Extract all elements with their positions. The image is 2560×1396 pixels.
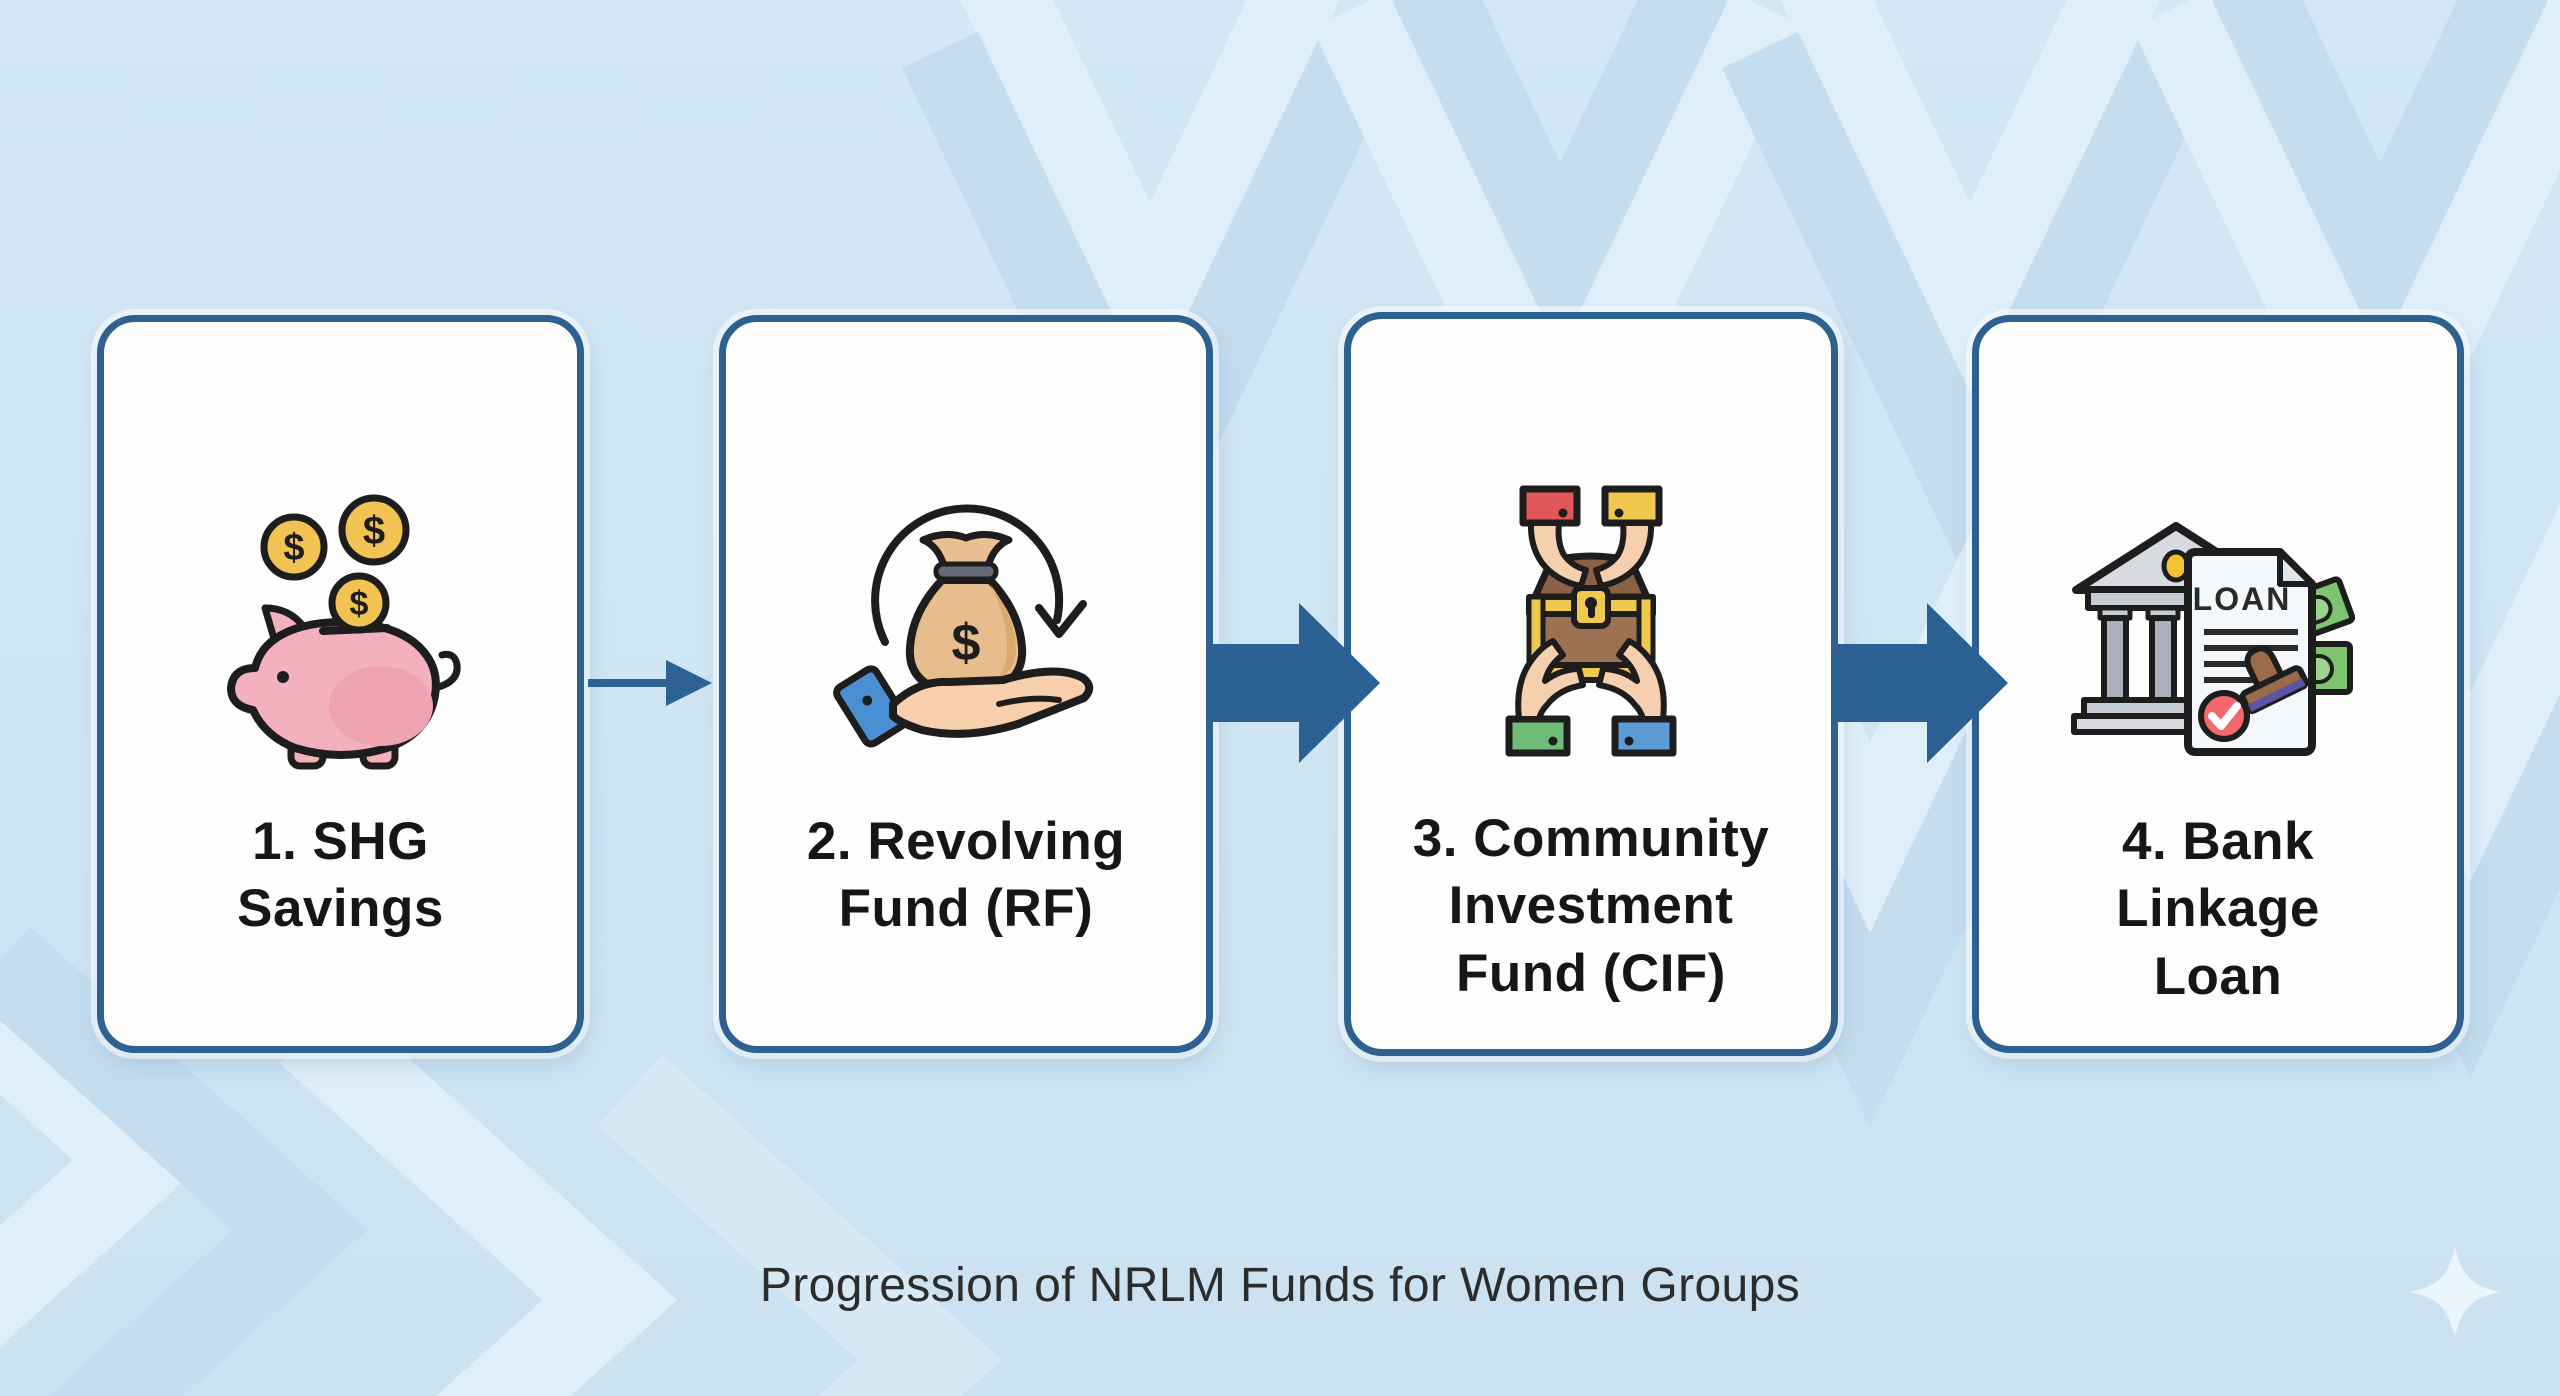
hands-treasure-chest-icon bbox=[1351, 319, 1831, 769]
approved-check-icon bbox=[2198, 690, 2250, 742]
hand-top-left bbox=[1519, 485, 1589, 589]
chevron-right-icon bbox=[0, 973, 208, 1347]
svg-text:$: $ bbox=[362, 509, 384, 553]
revolve-arrow bbox=[871, 504, 1064, 646]
chevron-right-icon bbox=[597, 1054, 1002, 1396]
chevron-down-icon bbox=[1780, 0, 2160, 398]
piggy-bank-coins-icon: $ $ $ bbox=[104, 322, 577, 772]
sleeve-blue bbox=[1611, 715, 1677, 757]
step-title: 4. Bank Linkage Loan bbox=[2116, 808, 2320, 1010]
step-title-line: Savings bbox=[237, 879, 444, 939]
step-title: 1. SHG Savings bbox=[237, 808, 444, 943]
step-title-line: Investment bbox=[1448, 876, 1734, 936]
step-card-community-investment-fund: 3. Community Investment Fund (CIF) bbox=[1344, 312, 1838, 1056]
bank-loan-document-cash-icon: LOAN bbox=[1979, 322, 2457, 772]
diagram-caption: Progression of NRLM Funds for Women Grou… bbox=[759, 1259, 1801, 1312]
step-title-line: 2. Revolving bbox=[806, 812, 1126, 871]
svg-text:$: $ bbox=[952, 614, 981, 672]
pig-shading bbox=[328, 666, 433, 746]
step-title-line: Loan bbox=[2153, 946, 2283, 1006]
step-title: 2. Revolving Fund (RF) bbox=[807, 808, 1125, 943]
coin-icon: $ bbox=[338, 494, 409, 566]
rubber-stamp-icon bbox=[2239, 645, 2309, 714]
step-title-line: 1. SHG bbox=[252, 812, 429, 871]
step-title-line: Linkage bbox=[2116, 879, 2320, 939]
step-title: 3. Community Investment Fund (CIF) bbox=[1413, 805, 1769, 1007]
step-card-bank-linkage-loan: LOAN bbox=[1972, 315, 2464, 1053]
coin-icon: $ bbox=[328, 572, 389, 634]
step-title-line: 4. Bank bbox=[2121, 812, 2315, 871]
loan-title-text: LOAN bbox=[2193, 581, 2292, 617]
sleeve-red bbox=[1519, 485, 1581, 527]
flow-arrow-1 bbox=[588, 660, 712, 706]
hand-bottom-left bbox=[1505, 638, 1586, 757]
hand-money-bag-revolve-icon: $ bbox=[726, 322, 1206, 772]
step-card-shg-savings: $ $ $ 1. SHG Savings bbox=[97, 315, 584, 1053]
flow-arrow-3 bbox=[1838, 603, 2008, 763]
step-card-revolving-fund: $ 2. Revolving Fund (RF) bbox=[719, 315, 1213, 1053]
step-title-line: 3. Community bbox=[1412, 809, 1770, 868]
pig-eye bbox=[276, 671, 289, 683]
loan-document: LOAN bbox=[2184, 548, 2316, 756]
sleeve-green bbox=[1505, 715, 1571, 757]
step-title-line: Fund (RF) bbox=[838, 879, 1094, 939]
chevron-right-icon bbox=[0, 926, 368, 1396]
svg-text:$: $ bbox=[283, 527, 304, 569]
money-bag: $ bbox=[905, 531, 1027, 692]
chevron-down-icon bbox=[1389, 0, 1731, 358]
sparkle-icon bbox=[2410, 1248, 2500, 1336]
hand-bottom-right bbox=[1596, 638, 1677, 757]
hand-top-right bbox=[1593, 485, 1663, 589]
flow-arrow-2 bbox=[1210, 603, 1380, 763]
chevron-down-icon bbox=[960, 0, 1340, 398]
step-title-line: Fund (CIF) bbox=[1456, 943, 1726, 1003]
coin-icon: $ bbox=[260, 513, 327, 581]
sleeve-yellow bbox=[1601, 485, 1663, 527]
svg-text:$: $ bbox=[349, 585, 368, 623]
holding-hand bbox=[833, 665, 1094, 748]
sleeve-cuff bbox=[833, 665, 909, 748]
chevron-down-icon bbox=[2209, 0, 2551, 358]
pig-tail bbox=[431, 651, 461, 692]
chevron-down-icon bbox=[1722, 31, 2218, 588]
chevron-right-icon bbox=[279, 996, 678, 1396]
revolve-arrowhead bbox=[1035, 600, 1087, 638]
